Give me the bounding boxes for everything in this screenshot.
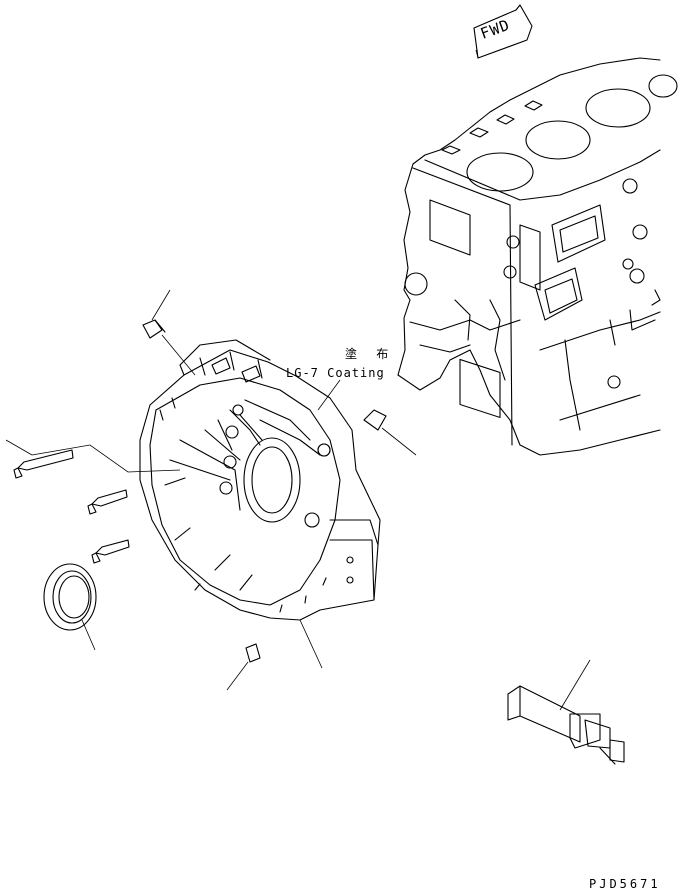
coating-label-en: LG-7 Coating bbox=[286, 366, 385, 380]
dowel-right bbox=[317, 409, 387, 457]
leader-lines bbox=[5, 289, 591, 711]
plug-bottom bbox=[245, 643, 261, 663]
flywheel-housing bbox=[139, 339, 381, 621]
fwd-arrow-icon bbox=[473, 4, 533, 59]
plug-top bbox=[142, 319, 166, 339]
coating-label-jp: 塗 布 bbox=[345, 347, 395, 361]
oil-seal bbox=[43, 563, 97, 631]
bolt-lower bbox=[91, 539, 130, 564]
document-code: PJD5671 bbox=[589, 877, 661, 891]
bolt-middle bbox=[87, 489, 128, 515]
bolt-upper bbox=[13, 449, 74, 479]
cylinder-block bbox=[397, 57, 678, 456]
sensor bbox=[507, 685, 625, 765]
